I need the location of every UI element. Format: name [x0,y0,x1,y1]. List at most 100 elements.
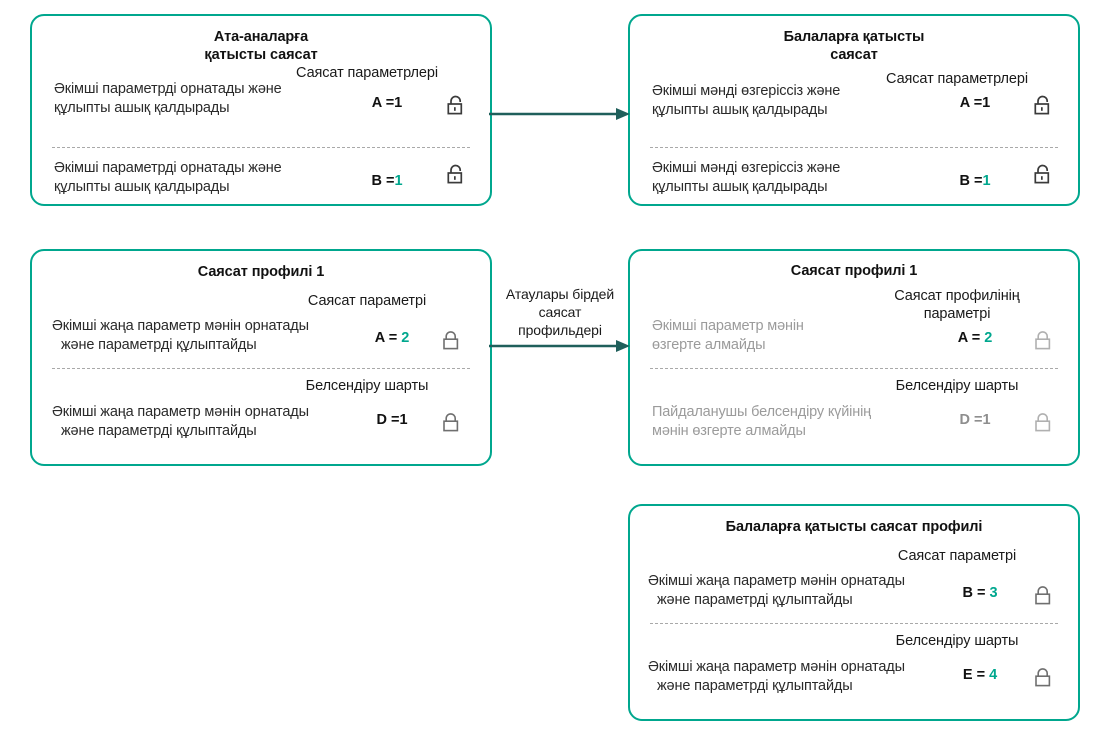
locked-icon [1032,666,1054,690]
row-divider [650,147,1058,148]
row-description-b: Әкімші параметрді орнатады және құлыпты … [54,159,314,197]
card-title-line-1: Балаларға қатысты [783,29,925,45]
row-divider [52,368,470,369]
row-value-b-number: 3 [989,585,998,601]
column-header-activation-condition: Белсендіру шарты [895,633,1019,649]
row-value-a-equals: = [971,330,981,346]
arrow-top [489,105,631,123]
row-description-a: Әкімші параметрді орнатады және құлыпты … [54,80,314,118]
row-value-e-key: E [962,667,973,683]
column-header-activation-condition: Белсендіру шарты [895,378,1019,394]
row-description-b-line-1: Әкімші мәнді өзгеріссіз және [652,160,841,176]
row-value-b-number: 1 [394,173,403,189]
row-description-d-line-1: Әкімші жаңа параметр мәнін орнатады [52,404,309,420]
row-value-b-key: B [959,173,970,189]
row-description-d: Әкімші жаңа параметр мәнін орнатады және… [52,403,352,441]
column-header-activation-condition: Белсендіру шарты [305,378,429,394]
locked-icon [440,329,462,353]
row-description-d: Пайдаланушы белсендіру күйінің мәнін өзг… [652,403,902,441]
row-description-d-line-2: мәнін өзгерте алмайды [652,423,806,439]
locked-icon [1032,411,1054,435]
row-description-a-line-2: өзгерте алмайды [652,337,766,353]
row-description-d-line-2: және параметрді құлыптайды [61,423,257,439]
row-value-d-key: D [376,412,387,428]
column-header-line-2: параметрі [923,306,991,322]
row-description-d-line-1: Пайдаланушы белсендіру күйінің [652,404,871,420]
row-description-b-line-2: құлыпты ашық қалдырады [652,179,828,195]
row-value-b-number: 1 [982,173,991,189]
card-title-line-2: қатысты саясат [204,47,318,63]
row-divider [650,368,1058,369]
row-value-b-equals: = [973,173,983,189]
unlocked-icon [1032,94,1054,118]
column-header-policy-setting: Саясат параметрі [307,293,427,309]
card-child-policy: Балаларға қатысты саясат Саясат параметр… [628,14,1080,206]
row-value-d-equals: = [973,412,983,428]
locked-icon [1032,584,1054,608]
row-value-b-equals: = [976,585,986,601]
unlocked-icon [445,94,467,118]
row-description-a: Әкімші жаңа параметр мәнін орнатады және… [52,317,352,355]
row-value-a: A = 2 [337,330,447,346]
row-description-a: Әкімші параметр мәнін өзгерте алмайды [652,317,892,355]
locked-icon [1032,329,1054,353]
arrow-middle-label-line-1: Атаулары бірдей [505,286,615,302]
locked-icon [440,411,462,435]
row-value-a: A =1 [332,95,442,111]
unlocked-icon [445,163,467,187]
card-title-child-policy: Балаларға қатысты саясат [630,28,1078,64]
row-value-b: B =1 [920,173,1030,189]
row-value-b: B = 3 [925,585,1035,601]
row-value-b-key: B [371,173,382,189]
card-parent-policy: Ата-аналарға қатысты саясат Саясат парам… [30,14,492,206]
row-value-d-equals: = [390,412,400,428]
row-value-d: D =1 [337,412,447,428]
column-header-policy-setting: Саясат параметрі [897,548,1017,564]
card-title-policy-profile-1: Саясат профилі 1 [32,263,490,281]
row-description-b-line-1: Әкімші жаңа параметр мәнін орнатады [648,573,905,589]
row-value-a: A =1 [920,95,1030,111]
card-child-policy-profile: Балаларға қатысты саясат профилі Саясат … [628,504,1080,721]
row-value-a-equals: = [973,95,983,111]
row-description-b: Әкімші жаңа параметр мәнін орнатады және… [648,572,948,610]
row-value-a-number: 1 [982,95,991,111]
row-value-a-key: A [374,330,385,346]
arrow-middle-label-line-2: саясат [538,304,582,320]
row-value-a: A = 2 [920,330,1030,346]
column-header-policy-profile-setting: Саясат профилінің параметрі [852,287,1062,323]
arrow-middle-label-line-3: профильдері [518,322,602,338]
arrow-middle-label: Атаулары бірдей саясат профильдері [489,285,631,339]
arrow-middle [489,337,631,355]
row-description-e-line-2: және параметрді құлыптайды [657,678,853,694]
row-description-a-line-1: Әкімші жаңа параметр мәнін орнатады [52,318,309,334]
row-value-e-equals: = [976,667,986,683]
row-description-a-line-2: құлыпты ашық қалдырады [652,102,828,118]
row-description-a-line-2: және параметрді құлыптайды [61,337,257,353]
row-description-b-line-1: Әкімші параметрді орнатады және [54,160,282,176]
row-value-b: B =1 [332,173,442,189]
row-value-a-number: 2 [984,330,993,346]
card-title-line-1: Саясат профилі 1 [197,264,325,280]
card-title-line-1: Балаларға қатысты саясат профилі [725,519,983,535]
row-description-b: Әкімші мәнді өзгеріссіз және құлыпты ашы… [652,159,902,197]
column-header-policy-settings: Саясат параметрлері [296,65,438,81]
row-value-a-key: A [371,95,382,111]
row-divider [650,623,1058,624]
card-title-line-2: саясат [830,47,878,63]
row-description-e: Әкімші жаңа параметр мәнін орнатады және… [648,658,948,696]
column-header-line-1: Саясат профилінің [894,288,1020,304]
row-divider [52,147,470,148]
row-description-a: Әкімші мәнді өзгеріссіз және құлыпты ашы… [652,82,902,120]
card-title-parent-policy: Ата-аналарға қатысты саясат [32,28,490,64]
row-description-b-line-2: және параметрді құлыптайды [657,592,853,608]
card-title-policy-profile-1: Саясат профилі 1 [630,262,1078,280]
unlocked-icon [1032,163,1054,187]
row-description-a-line-1: Әкімші мәнді өзгеріссіз және [652,83,841,99]
row-value-d-number: 1 [982,412,991,428]
card-title-child-policy-profile: Балаларға қатысты саясат профилі [630,518,1078,536]
card-policy-profile-1-left: Саясат профилі 1 Саясат параметрі Әкімші… [30,249,492,466]
row-value-e: E = 4 [925,667,1035,683]
row-description-b-line-2: құлыпты ашық қалдырады [54,179,230,195]
card-policy-profile-1-right: Саясат профилі 1 Саясат профилінің парам… [628,249,1080,466]
